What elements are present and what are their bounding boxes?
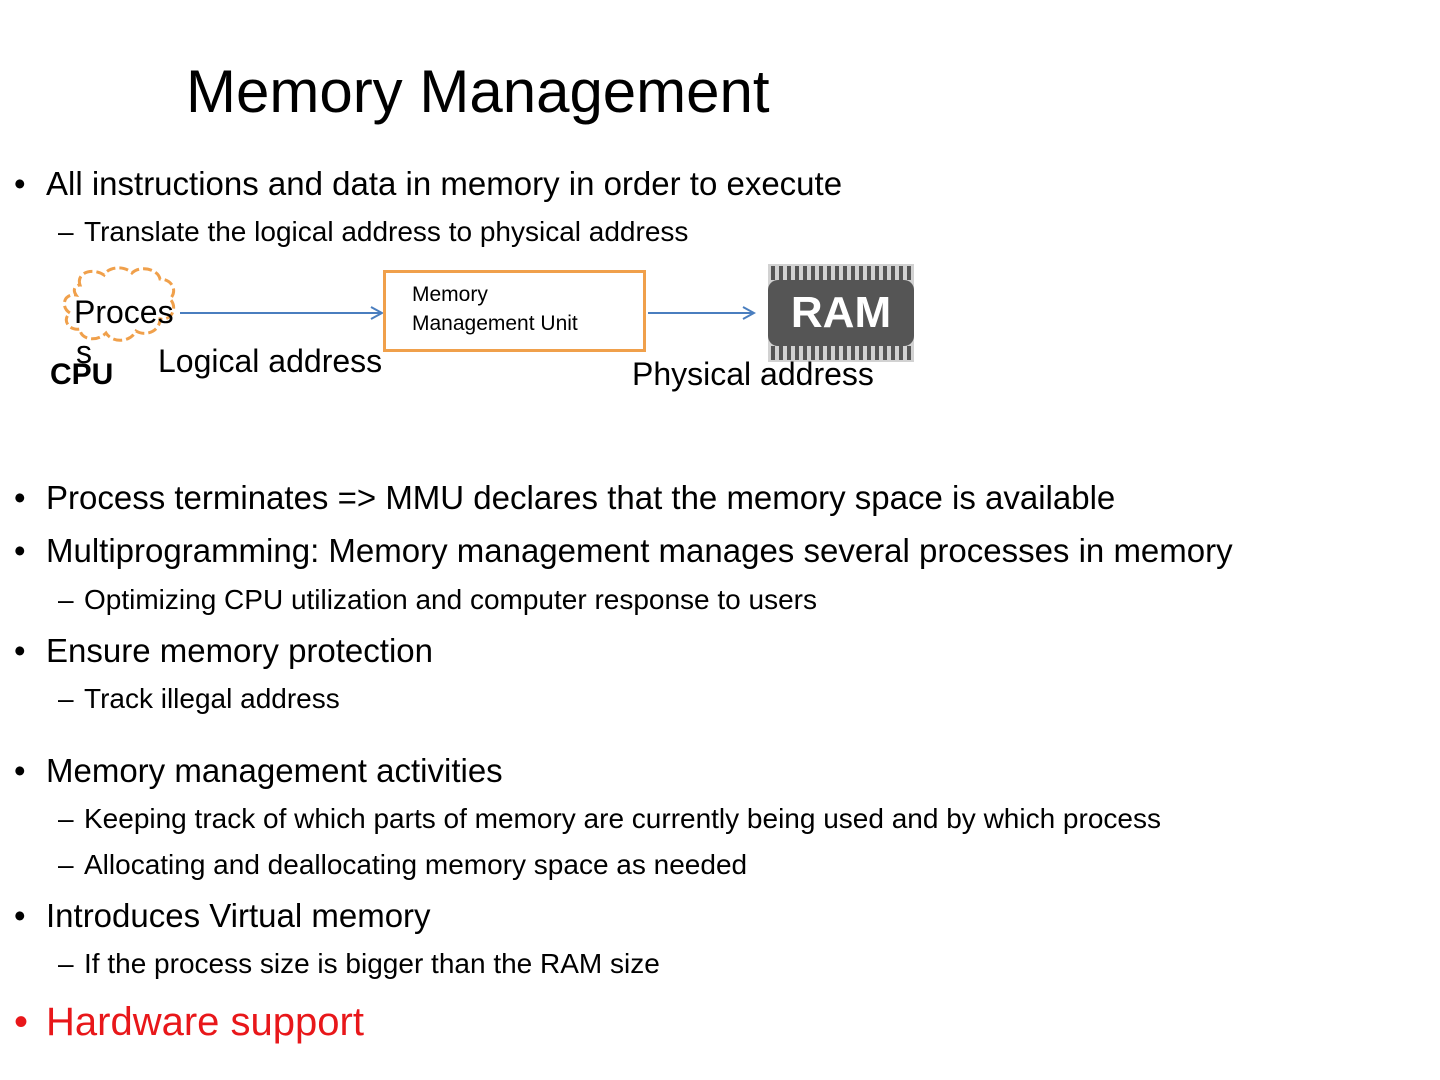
- bullet-text: Process terminates => MMU declares that …: [46, 479, 1116, 516]
- bullet-text: Memory management activities: [46, 752, 503, 789]
- ram-pin: [803, 266, 807, 280]
- physical-address-label: Physical address: [632, 356, 874, 392]
- ram-label: RAM: [790, 288, 892, 337]
- process-label-wrap: s: [76, 334, 92, 370]
- ram-pin: [859, 266, 863, 280]
- ram-pin: [851, 346, 855, 360]
- sub-bullet-text: Allocating and deallocating memory space…: [84, 849, 748, 880]
- bullet-marker: •: [14, 752, 26, 789]
- process-cloud-icon: [62, 266, 176, 342]
- ram-pin: [907, 346, 911, 360]
- address-translation-diagram: Proces s CPU Logical address Memory Mana…: [0, 255, 940, 405]
- ram-pin: [771, 266, 775, 280]
- ram-pin: [811, 346, 815, 360]
- ram-pin: [827, 346, 831, 360]
- sub-bullet-marker: –: [58, 803, 74, 834]
- ram-pin: [867, 266, 871, 280]
- bullet-text: Multiprogramming: Memory management mana…: [46, 532, 1233, 569]
- bullet-marker: •: [14, 1000, 29, 1044]
- sub-bullet-text: Optimizing CPU utilization and computer …: [84, 584, 818, 615]
- ram-pin: [827, 266, 831, 280]
- sub-bullet-marker: –: [58, 216, 74, 247]
- ram-pin: [875, 266, 879, 280]
- ram-chip-graphic: [768, 266, 914, 360]
- ram-pin: [891, 346, 895, 360]
- ram-pin: [907, 266, 911, 280]
- sub-bullet-marker: –: [58, 584, 74, 615]
- ram-pin: [875, 346, 879, 360]
- slide-title: Memory Management: [186, 58, 770, 125]
- ram-pin: [883, 266, 887, 280]
- process-label: Proces: [74, 294, 174, 330]
- sub-bullet-marker: –: [58, 683, 74, 714]
- mmu-box: Memory Management Unit: [383, 270, 646, 352]
- bullet-marker: •: [14, 632, 26, 669]
- ram-pin: [835, 266, 839, 280]
- ram-pin: [779, 346, 783, 360]
- ram-pin: [867, 346, 871, 360]
- sub-bullet-text: Track illegal address: [84, 683, 340, 714]
- bullet-text: Ensure memory protection: [46, 632, 433, 669]
- bullet-marker: •: [14, 897, 26, 934]
- ram-pin: [779, 266, 783, 280]
- ram-pin: [795, 346, 799, 360]
- sub-bullet-text: If the process size is bigger than the R…: [84, 948, 660, 979]
- bullet-text: All instructions and data in memory in o…: [46, 165, 843, 202]
- ram-pin: [819, 266, 823, 280]
- logical-address-label: Logical address: [158, 343, 383, 379]
- ram-pin: [819, 346, 823, 360]
- ram-pin: [771, 346, 775, 360]
- bullet-text: Introduces Virtual memory: [46, 897, 431, 934]
- diagram-graphics: [62, 266, 940, 342]
- ram-chip-icon: RAM: [768, 264, 914, 362]
- cpu-label: CPU: [50, 358, 114, 391]
- sub-bullet-marker: –: [58, 849, 74, 880]
- bullet-text: Hardware support: [46, 1000, 364, 1044]
- ram-pin: [835, 346, 839, 360]
- ram-pin: [859, 346, 863, 360]
- sub-bullet-marker: –: [58, 948, 74, 979]
- mmu-label-line1: Memory: [412, 283, 488, 306]
- ram-pin: [795, 266, 799, 280]
- ram-pin: [899, 346, 903, 360]
- bullet-marker: •: [14, 479, 26, 516]
- bullet-marker: •: [14, 532, 26, 569]
- ram-pin: [843, 266, 847, 280]
- mmu-label-line2: Management Unit: [412, 312, 578, 335]
- sub-bullet-text: Translate the logical address to physica…: [84, 216, 689, 247]
- ram-pin: [899, 266, 903, 280]
- ram-pin: [891, 266, 895, 280]
- ram-pin: [883, 346, 887, 360]
- ram-pin: [843, 346, 847, 360]
- ram-pin: [787, 346, 791, 360]
- ram-pin: [803, 346, 807, 360]
- sub-bullet-text: Keeping track of which parts of memory a…: [84, 803, 1161, 834]
- ram-pin: [787, 266, 791, 280]
- bullet-marker: •: [14, 165, 26, 202]
- ram-pin: [811, 266, 815, 280]
- ram-pin: [851, 266, 855, 280]
